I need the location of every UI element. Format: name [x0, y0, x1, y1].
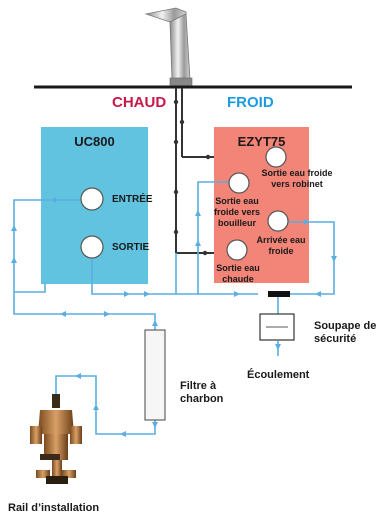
uc800-inlet-port	[80, 187, 104, 211]
hot-out-label: Sortie eau chaude	[216, 263, 260, 284]
ezyt75-cold-inlet-port	[267, 210, 289, 232]
ezyt75-boiler-port	[228, 172, 250, 194]
hot-header: CHAUD	[112, 94, 167, 111]
cold-header: FROID	[227, 94, 274, 111]
ezyt75-cold-tap-port	[265, 146, 287, 168]
cold-inlet-label: Arrivée eau froide	[256, 235, 306, 256]
cold-to-boiler-label: Sortie eau froide vers bouilleur	[213, 196, 261, 228]
ezyt75-title: EZYT75	[237, 134, 286, 149]
carbon-filter-label: Filtre à charbon	[180, 380, 224, 405]
cold-to-tap-label: Sortie eau froide vers robinet	[261, 168, 333, 189]
carbon-filter-icon	[144, 329, 166, 421]
uc800-title: UC800	[74, 134, 115, 149]
uc800-inlet-label: ENTRÉE	[112, 194, 153, 205]
installation-rail-icon	[30, 394, 82, 484]
ezyt75-hot-out-port	[226, 239, 248, 261]
manifold-bar	[268, 291, 290, 297]
uc800-outlet-port	[80, 235, 104, 259]
drain-label: Écoulement	[247, 369, 310, 381]
safety-valve-label: Soupape de sécurité	[314, 320, 377, 345]
ports	[80, 146, 289, 261]
uc800-outlet-label: SORTIE	[112, 242, 150, 253]
installation-rail-label: Rail d’installation	[8, 502, 100, 514]
tap-icon	[144, 7, 193, 87]
flow-arrows	[11, 197, 337, 437]
safety-valve-icon	[259, 313, 295, 341]
pipe-dots	[173, 99, 211, 256]
